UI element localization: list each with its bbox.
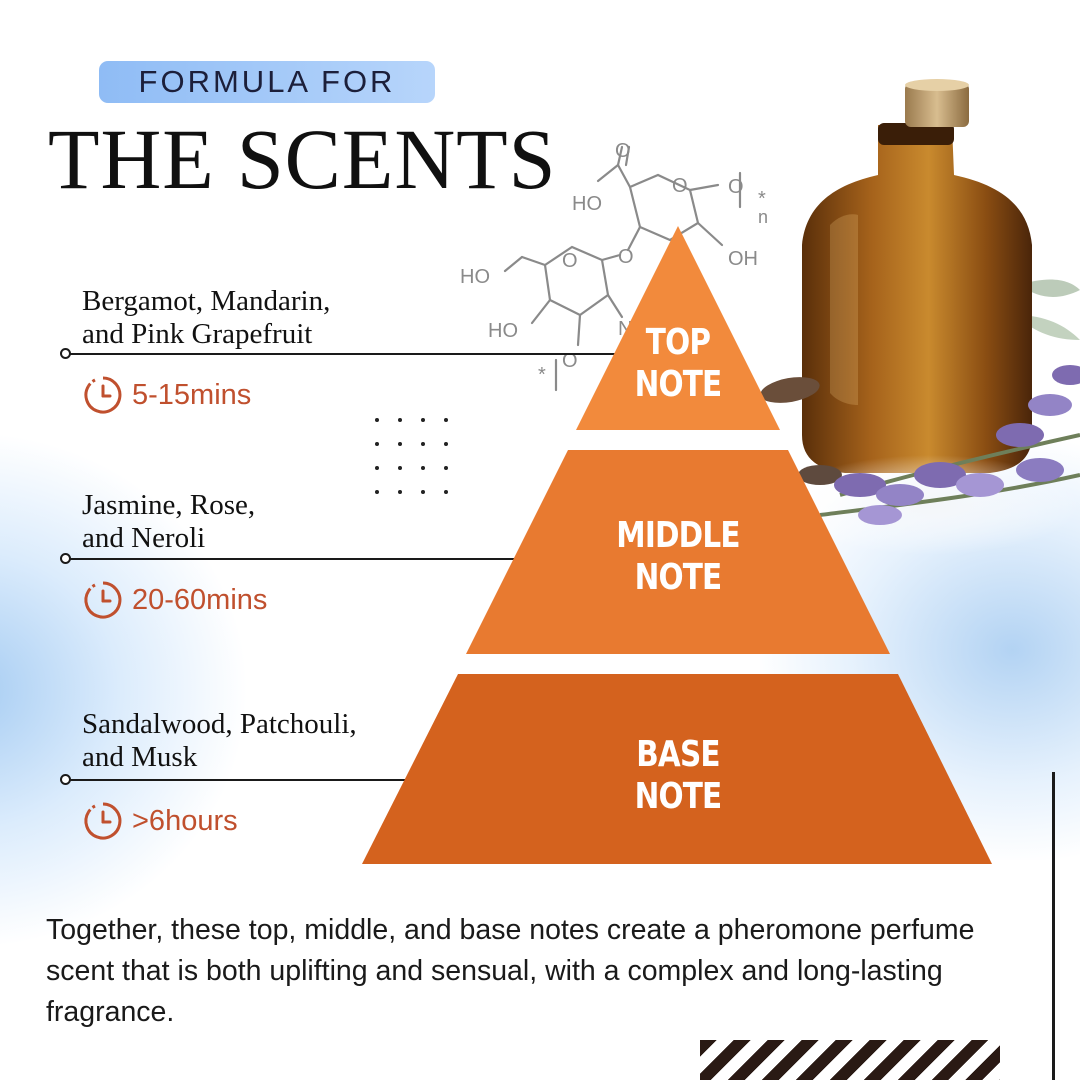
top-note-connector-line [62, 353, 622, 355]
blue-haze-left [0, 430, 250, 950]
pyramid-base-label-line1: BASE [636, 734, 720, 775]
pyramid-top-tier [576, 226, 780, 430]
top-note-line1: Bergamot, Mandarin, [82, 285, 331, 317]
pyramid-base-label: BASE NOTE [629, 734, 727, 818]
middle-note-connector-line [62, 558, 517, 560]
page-title: THE SCENTS [48, 111, 557, 207]
molecule-label-o-right: O [728, 176, 744, 198]
pyramid-top-label-line2: NOTE [634, 364, 723, 405]
middle-note-duration-text: 20-60mins [132, 583, 268, 616]
molecule-label-ho-lower: HO [488, 320, 518, 342]
base-note-ingredients: Sandalwood, Patchouli, and Musk [82, 708, 357, 774]
base-note-connector-dot [60, 774, 71, 785]
molecule-label-star-top: * [758, 188, 766, 210]
header-pill: FORMULA FOR [99, 61, 435, 103]
pyramid-middle-label-line1: MIDDLE [616, 515, 740, 556]
timer-icon [84, 581, 122, 619]
timer-icon [84, 802, 122, 840]
top-note-duration-text: 5-15mins [132, 378, 252, 411]
striped-decoration [700, 1040, 1000, 1080]
pyramid-top-label-line1: TOP [645, 322, 711, 363]
middle-note-duration: 20-60mins [82, 579, 267, 621]
middle-note-ingredients: Jasmine, Rose, and Neroli [82, 489, 255, 555]
base-note-line2: and Musk [82, 741, 198, 773]
molecule-label-star-lower: * [538, 364, 546, 386]
top-note-connector-dot [60, 348, 71, 359]
molecule-label-o-ring: O [672, 175, 688, 197]
timer-icon [84, 376, 122, 414]
base-note-line1: Sandalwood, Patchouli, [82, 708, 357, 740]
scent-pyramid [362, 226, 992, 864]
header-pill-text: FORMULA FOR [138, 64, 396, 99]
vertical-divider-line [1052, 772, 1055, 1080]
base-note-connector-line [62, 779, 407, 781]
molecule-label-n: n [758, 207, 768, 227]
summary-paragraph: Together, these top, middle, and base no… [46, 914, 975, 1028]
oil-bottle-illustration [760, 79, 1080, 555]
molecule-structure-illustration: O HO O O * n OH HO O O HO N O * [460, 140, 768, 392]
molecule-label-o-link: O [618, 246, 634, 268]
middle-note-connector-dot [60, 553, 71, 564]
molecule-label-ho-ch2: HO [460, 266, 490, 288]
dot-grid-decoration [375, 418, 448, 494]
pyramid-middle-tier [466, 450, 890, 654]
pyramid-base-tier [362, 674, 992, 864]
pyramid-middle-label-line2: NOTE [634, 557, 723, 598]
top-note-line2: and Pink Grapefruit [82, 318, 313, 350]
base-note-duration-text: >6hours [132, 804, 238, 837]
pyramid-top-label: TOP NOTE [629, 322, 727, 406]
top-note-ingredients: Bergamot, Mandarin, and Pink Grapefruit [82, 285, 330, 351]
molecule-label-o-ring2: O [562, 250, 578, 272]
molecule-label-oh-right: OH [728, 248, 758, 270]
top-note-duration: 5-15mins [82, 374, 251, 416]
pyramid-middle-label: MIDDLE NOTE [612, 515, 743, 599]
molecule-label-ho-left: HO [572, 193, 602, 215]
pyramid-base-label-line2: NOTE [634, 776, 723, 817]
base-note-duration: >6hours [82, 800, 238, 842]
molecule-label-o-top: O [615, 140, 631, 162]
molecule-label-o-lower: O [562, 350, 578, 372]
middle-note-line2: and Neroli [82, 522, 206, 554]
middle-note-line1: Jasmine, Rose, [82, 489, 256, 521]
